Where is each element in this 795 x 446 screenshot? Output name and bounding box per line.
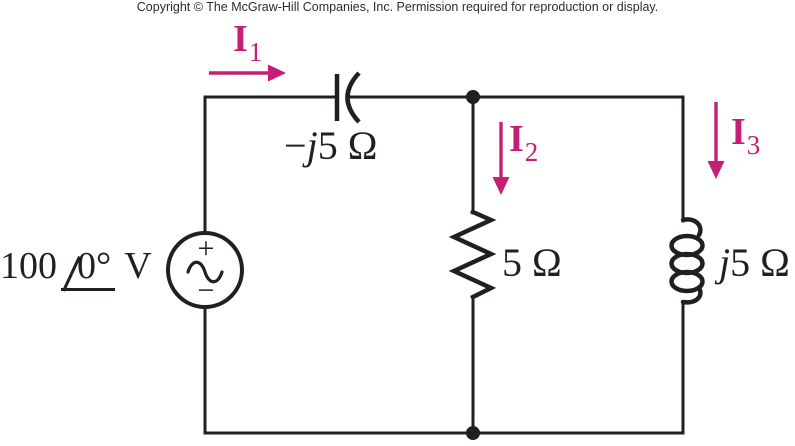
current-label-i1: I1 <box>233 20 262 66</box>
inductor-loop <box>669 269 705 294</box>
source-plus-sign: + <box>198 232 215 265</box>
junction-dot-bottom <box>466 426 480 440</box>
phasor-angle-value: 0° <box>77 245 112 287</box>
inductor-bottom-hook <box>680 285 703 305</box>
i3-subscript: 3 <box>746 130 761 160</box>
capacitor-imaginary-unit: j <box>306 123 318 168</box>
current-arrows <box>209 64 725 195</box>
i1-subscript: 1 <box>248 37 263 67</box>
inductor-value: 5 Ω <box>730 240 790 285</box>
source-voltage-label: 100 0° V <box>0 247 158 291</box>
capacitor-sign: − <box>284 123 307 168</box>
i3-symbol: I <box>731 111 746 153</box>
arrow-down-head <box>492 177 510 195</box>
i2-subscript: 2 <box>524 137 539 167</box>
wires <box>203 95 685 435</box>
copyright-notice: Copyright © The McGraw-Hill Companies, I… <box>136 0 659 14</box>
capacitor-plate-curved <box>345 71 361 124</box>
source-minus-sign: − <box>198 274 215 307</box>
i1-symbol: I <box>233 18 248 60</box>
capacitor-label: −j5 Ω <box>284 126 377 166</box>
inductor-label: j5 Ω <box>719 243 790 283</box>
i2-symbol: I <box>509 118 524 160</box>
resistor-symbol <box>448 209 497 301</box>
sine-wave-icon <box>186 260 224 284</box>
capacitor-symbol <box>334 71 361 124</box>
phasor-angle: 0° <box>61 245 116 291</box>
resistor-label: 5 Ω <box>502 243 562 283</box>
inductor-imaginary-unit: j <box>719 240 731 285</box>
ac-source-symbol: + − <box>166 231 244 309</box>
inductor-top-hook <box>680 217 703 238</box>
junction-dot-top <box>466 90 480 104</box>
current-label-i3: I3 <box>731 113 760 159</box>
arrow-right-head <box>268 64 286 82</box>
inductor-symbol <box>669 217 705 305</box>
arrow-down-head <box>707 161 725 179</box>
source-unit: V <box>124 245 152 287</box>
source-magnitude: 100 <box>0 245 57 287</box>
capacitor-value: 5 Ω <box>317 123 378 168</box>
current-label-i2: I2 <box>509 120 538 166</box>
resistor-value: 5 Ω <box>502 240 562 285</box>
